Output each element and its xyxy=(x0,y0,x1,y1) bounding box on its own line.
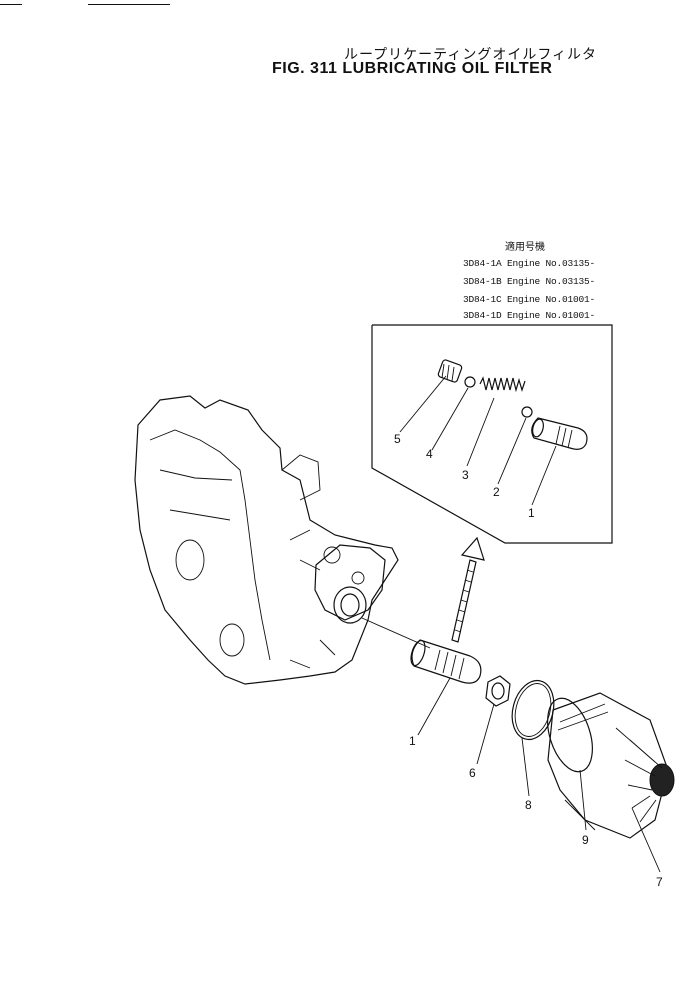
callout-inset-2: 2 xyxy=(493,485,500,499)
callout-main-6: 6 xyxy=(469,766,476,780)
leader-inset-4 xyxy=(431,387,469,451)
callout-main-9: 9 xyxy=(582,833,589,847)
callout-inset-1: 1 xyxy=(528,506,535,520)
callout-main-7: 7 xyxy=(656,875,663,889)
inset-part-4-ball xyxy=(464,376,476,388)
callout-inset-5: 5 xyxy=(394,432,401,446)
leader-inset-5 xyxy=(399,375,447,433)
leader-inset-1 xyxy=(531,445,557,506)
applicability-line-1c: 3D84-1C Engine No.01001- xyxy=(463,294,596,305)
inset-part-1-valve xyxy=(531,417,588,450)
top-rule-left xyxy=(0,4,22,5)
main-part-1-valve xyxy=(410,639,482,684)
inset-part-3-spring xyxy=(479,376,526,393)
applicability-heading: 適用号機 xyxy=(505,242,545,253)
leader-inset-3 xyxy=(466,397,495,467)
leader-main-8 xyxy=(521,737,530,797)
inset-reference-arrow xyxy=(451,536,485,643)
centerline xyxy=(361,617,431,649)
main-part-6-nut xyxy=(485,675,511,707)
main-part-8-o-ring xyxy=(511,679,555,741)
callout-main-8: 8 xyxy=(525,798,532,812)
engine-block xyxy=(134,395,399,685)
inset-part-5-plug xyxy=(437,359,463,383)
leader-inset-2 xyxy=(497,417,527,485)
applicability-line-1d: 3D84-1D Engine No.01001- xyxy=(463,310,596,321)
leader-main-1 xyxy=(417,677,451,736)
applicability-line-1b: 3D84-1B Engine No.03135- xyxy=(463,276,596,287)
inset-frame xyxy=(371,324,613,544)
main-part-9-filter-element xyxy=(547,692,669,839)
figure-title: FIG. 311 LUBRICATING OIL FILTER xyxy=(272,60,553,77)
callout-inset-3: 3 xyxy=(462,468,469,482)
inset-part-2-ball xyxy=(521,406,533,418)
figure-title-japanese: ループリケーティングオイルフィルタ xyxy=(344,47,598,63)
leader-main-7 xyxy=(631,807,661,873)
top-rule-right xyxy=(88,4,170,5)
leader-main-9 xyxy=(579,769,587,831)
callout-inset-4: 4 xyxy=(426,447,433,461)
callout-main-1: 1 xyxy=(409,734,416,748)
main-part-7-filter-base xyxy=(615,727,675,823)
applicability-line-1a: 3D84-1A Engine No.03135- xyxy=(463,258,596,269)
leader-main-6 xyxy=(476,703,495,765)
